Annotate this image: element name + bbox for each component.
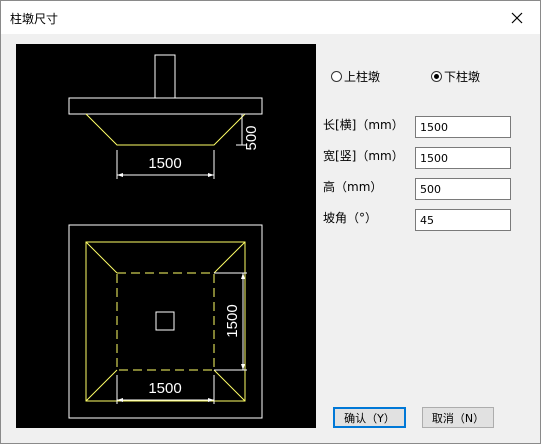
plan-width-dim: 1500 [148,380,181,397]
slope-angle-label: 坡角（°） [323,211,378,225]
width-label: 宽[竖]（mm） [323,149,404,163]
upper-pier-radio[interactable]: 上柱墩 [331,68,380,85]
plan-view: 1500 1500 [68,224,263,419]
plan-column [155,311,175,331]
radio-checked-icon [431,71,442,82]
elevation-width-dim: 1500 [148,155,181,172]
window-title: 柱墩尺寸 [10,12,59,26]
radio-unchecked-icon [331,71,342,82]
slope-angle-input[interactable] [415,209,511,231]
plan-base-outline [85,241,246,402]
height-input[interactable] [415,178,511,200]
plan-height-dim: 1500 [224,304,241,337]
upper-pier-label: 上柱墩 [344,70,381,84]
column-stub [154,54,176,99]
plan-top-outline [116,272,215,371]
preview-drawing-canvas: 500 1500 [16,44,316,428]
height-label: 高（mm） [323,180,383,194]
slab-section [68,97,263,115]
width-input[interactable] [415,147,511,169]
ok-button[interactable]: 确认（Y） [333,407,406,428]
elevation-height-dim: 500 [243,125,260,150]
close-button[interactable] [494,1,540,34]
cancel-button[interactable]: 取消（N） [422,407,494,428]
length-input[interactable] [415,116,511,138]
plan-outer-boundary [68,224,263,419]
lower-pier-label: 下柱墩 [444,70,481,84]
pier-trapezoid [85,113,246,146]
length-label: 长[横]（mm） [323,118,404,132]
close-icon [511,12,523,23]
elevation-view: 500 1500 [68,54,263,179]
title-bar: 柱墩尺寸 [1,1,540,34]
lower-pier-radio[interactable]: 下柱墩 [431,68,480,85]
